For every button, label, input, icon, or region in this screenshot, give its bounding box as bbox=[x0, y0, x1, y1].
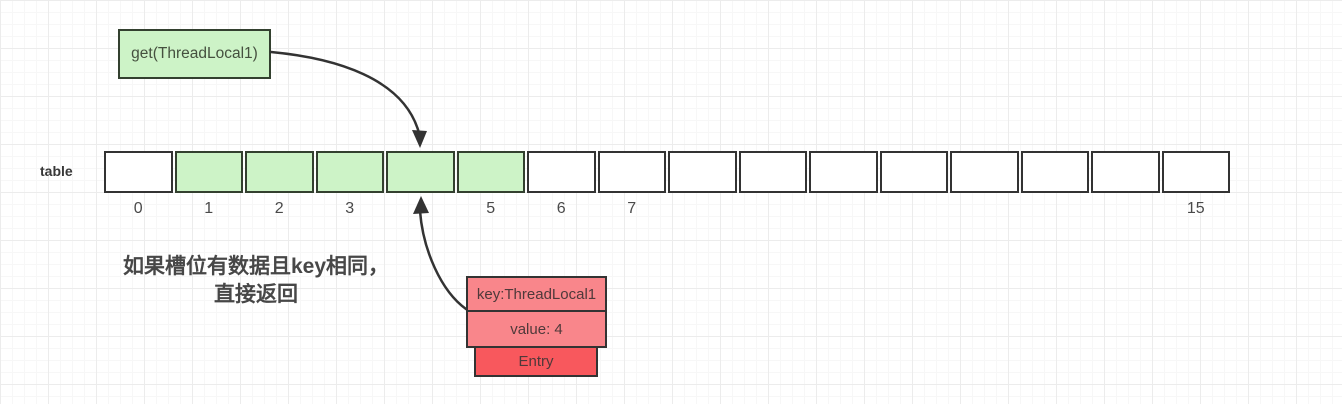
cell-index-label bbox=[809, 200, 878, 220]
table-cell bbox=[597, 151, 666, 193]
table-cell bbox=[1161, 151, 1230, 193]
table-cell bbox=[809, 151, 878, 193]
table-cell bbox=[1020, 151, 1089, 193]
table-cell bbox=[879, 151, 948, 193]
table-array bbox=[104, 151, 1230, 193]
table-label: table bbox=[40, 163, 73, 179]
cell-index-label: 1 bbox=[204, 200, 214, 217]
table-cell bbox=[456, 151, 525, 193]
cell-index-label bbox=[668, 200, 737, 220]
table-cell bbox=[245, 151, 314, 193]
cell-index-label: 6 bbox=[556, 200, 566, 217]
table-cell bbox=[104, 151, 173, 193]
cell-index-label: 3 bbox=[345, 200, 355, 217]
table-cell bbox=[668, 151, 737, 193]
cell-index-label: 0 bbox=[133, 200, 143, 217]
table-cell bbox=[386, 151, 455, 193]
cell-index-label: 15 bbox=[1186, 200, 1205, 217]
table-cell bbox=[174, 151, 243, 193]
cell-index-label: 2 bbox=[274, 200, 284, 217]
get-to-slot4-arrow bbox=[269, 50, 427, 148]
table-cell bbox=[738, 151, 807, 193]
cell-index-label: 4 bbox=[415, 200, 425, 217]
entry-stack: key:ThreadLocal1 value: 4 Entry bbox=[466, 276, 607, 377]
cell-index-label bbox=[1021, 200, 1090, 220]
get-call-box: get(ThreadLocal1) bbox=[118, 29, 271, 79]
cell-index-label bbox=[880, 200, 949, 220]
cell-index-label: 7 bbox=[627, 200, 637, 217]
get-call-label: get(ThreadLocal1) bbox=[131, 45, 258, 62]
table-cell bbox=[950, 151, 1019, 193]
annotation-text: 如果槽位有数据且key相同， 直接返回 bbox=[110, 253, 402, 308]
entry-value-box: value: 4 bbox=[466, 310, 607, 348]
table-cell bbox=[527, 151, 596, 193]
cell-index-label bbox=[1091, 200, 1160, 220]
entry-key-box: key:ThreadLocal1 bbox=[466, 276, 607, 312]
entry-type-box: Entry bbox=[474, 346, 598, 377]
cell-index-label: 5 bbox=[486, 200, 496, 217]
annotation-line-1: 如果槽位有数据且key相同， bbox=[122, 255, 390, 278]
annotation-line-2: 直接返回 bbox=[214, 282, 298, 306]
table-cell bbox=[315, 151, 384, 193]
table-cell bbox=[1091, 151, 1160, 193]
cell-index-label bbox=[739, 200, 808, 220]
table-index-labels: 0 1 2 3 4 5 6 7 15 bbox=[104, 200, 1230, 220]
cell-index-label bbox=[950, 200, 1019, 220]
